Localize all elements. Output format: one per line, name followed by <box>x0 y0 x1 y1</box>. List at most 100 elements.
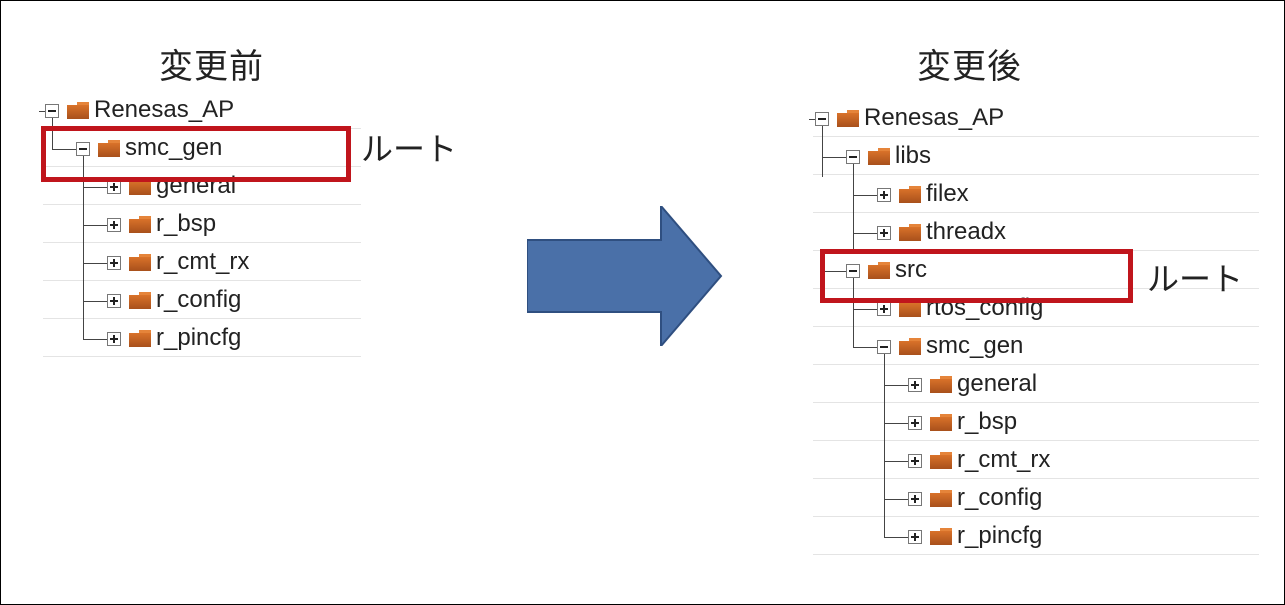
tree-guide-line <box>83 169 84 207</box>
tree-guide-line <box>52 118 53 131</box>
tree-guide-line <box>884 423 908 424</box>
tree-row[interactable]: r_pincfg <box>813 519 1259 555</box>
row-divider <box>43 166 361 167</box>
tree-guide-line <box>884 481 885 519</box>
tree-row[interactable]: threadx <box>813 215 1259 253</box>
row-divider <box>813 364 1259 365</box>
tree-row[interactable]: r_config <box>813 481 1259 519</box>
plus-box-icon[interactable] <box>877 226 891 240</box>
folder-icon <box>129 292 151 309</box>
tree-row[interactable]: r_config <box>43 283 361 321</box>
plus-box-icon[interactable] <box>107 218 121 232</box>
tree-row[interactable]: r_bsp <box>813 405 1259 443</box>
tree-item-label: threadx <box>926 218 1007 245</box>
tree-guide-line <box>809 119 815 120</box>
tree-guide-line <box>884 499 908 500</box>
minus-box-icon[interactable] <box>846 150 860 164</box>
plus-box-icon[interactable] <box>107 332 121 346</box>
tree-row[interactable]: src <box>813 253 1259 291</box>
tree-guide-line <box>52 131 53 149</box>
tree-guide-line <box>83 207 84 245</box>
tree-guide-line <box>853 309 877 310</box>
tree-row[interactable]: r_cmt_rx <box>813 443 1259 481</box>
tree-guide-line <box>39 111 45 112</box>
tree-guide-line <box>83 321 84 339</box>
folder-icon <box>930 376 952 393</box>
tree-guide-line <box>52 149 76 150</box>
tree-guide-line <box>853 329 854 347</box>
tree-guide-line <box>83 263 107 264</box>
tree-item-label: r_cmt_rx <box>156 248 250 275</box>
plus-box-icon[interactable] <box>908 492 922 506</box>
right-arrow-icon <box>527 206 723 346</box>
folder-icon <box>930 452 952 469</box>
tree-item-label: filex <box>926 180 969 207</box>
after-root-highlight <box>820 249 1133 303</box>
tree-item-label: r_pincfg <box>156 324 242 351</box>
tree-guide-line <box>884 354 885 367</box>
tree-item-label: r_config <box>957 484 1043 511</box>
tree-row[interactable]: libs <box>813 139 1259 177</box>
plus-box-icon[interactable] <box>877 188 891 202</box>
tree-guide-line <box>822 126 823 139</box>
tree-row[interactable]: general <box>813 367 1259 405</box>
tree-guide-line <box>822 271 846 272</box>
minus-box-icon[interactable] <box>877 340 891 354</box>
after-heading: 変更後 <box>917 47 1022 87</box>
tree-item-label: src <box>895 256 927 283</box>
folder-icon <box>129 216 151 233</box>
plus-box-icon[interactable] <box>107 256 121 270</box>
tree-guide-line <box>83 339 107 340</box>
tree-item-label: libs <box>895 142 932 169</box>
row-divider <box>43 356 361 357</box>
plus-box-icon[interactable] <box>908 378 922 392</box>
minus-box-icon[interactable] <box>45 104 59 118</box>
tree-item-label: general <box>957 370 1038 397</box>
plus-box-icon[interactable] <box>107 180 121 194</box>
folder-icon <box>899 186 921 203</box>
folder-icon <box>837 110 859 127</box>
tree-item-label: Renesas_AP <box>94 96 235 123</box>
minus-box-icon[interactable] <box>76 142 90 156</box>
tree-row[interactable]: general <box>43 169 361 207</box>
before-root-annotation: ルート <box>361 130 458 168</box>
plus-box-icon[interactable] <box>908 454 922 468</box>
folder-icon <box>899 224 921 241</box>
plus-box-icon[interactable] <box>877 302 891 316</box>
minus-box-icon[interactable] <box>846 264 860 278</box>
folder-icon <box>930 528 952 545</box>
tree-guide-line <box>83 156 84 169</box>
tree-guide-line <box>83 283 84 321</box>
folder-icon <box>98 140 120 157</box>
tree-guide-line <box>853 347 877 348</box>
plus-box-icon[interactable] <box>908 416 922 430</box>
tree-item-label: r_bsp <box>957 408 1018 435</box>
tree-guide-line <box>884 537 908 538</box>
tree-item-label: r_cmt_rx <box>957 446 1051 473</box>
tree-row[interactable]: Renesas_AP <box>809 101 1259 139</box>
row-divider <box>813 516 1259 517</box>
tree-guide-line <box>853 177 854 215</box>
tree-guide-line <box>83 225 107 226</box>
tree-item-label: r_pincfg <box>957 522 1043 549</box>
tree-row[interactable]: r_pincfg <box>43 321 361 357</box>
row-divider <box>813 288 1259 289</box>
plus-box-icon[interactable] <box>908 530 922 544</box>
minus-box-icon[interactable] <box>815 112 829 126</box>
tree-guide-line <box>822 157 846 158</box>
tree-row[interactable]: smc_gen <box>43 131 361 169</box>
tree-row[interactable]: r_cmt_rx <box>43 245 361 283</box>
tree-row[interactable]: filex <box>813 177 1259 215</box>
folder-icon <box>67 102 89 119</box>
plus-box-icon[interactable] <box>107 294 121 308</box>
row-divider <box>813 174 1259 175</box>
tree-guide-line <box>853 291 854 329</box>
tree-row[interactable]: smc_gen <box>813 329 1259 367</box>
tree-guide-line <box>853 233 877 234</box>
tree-row[interactable]: r_bsp <box>43 207 361 245</box>
tree-row[interactable]: Renesas_AP <box>39 93 361 131</box>
tree-guide-line <box>83 245 84 283</box>
tree-item-label: smc_gen <box>926 332 1024 359</box>
